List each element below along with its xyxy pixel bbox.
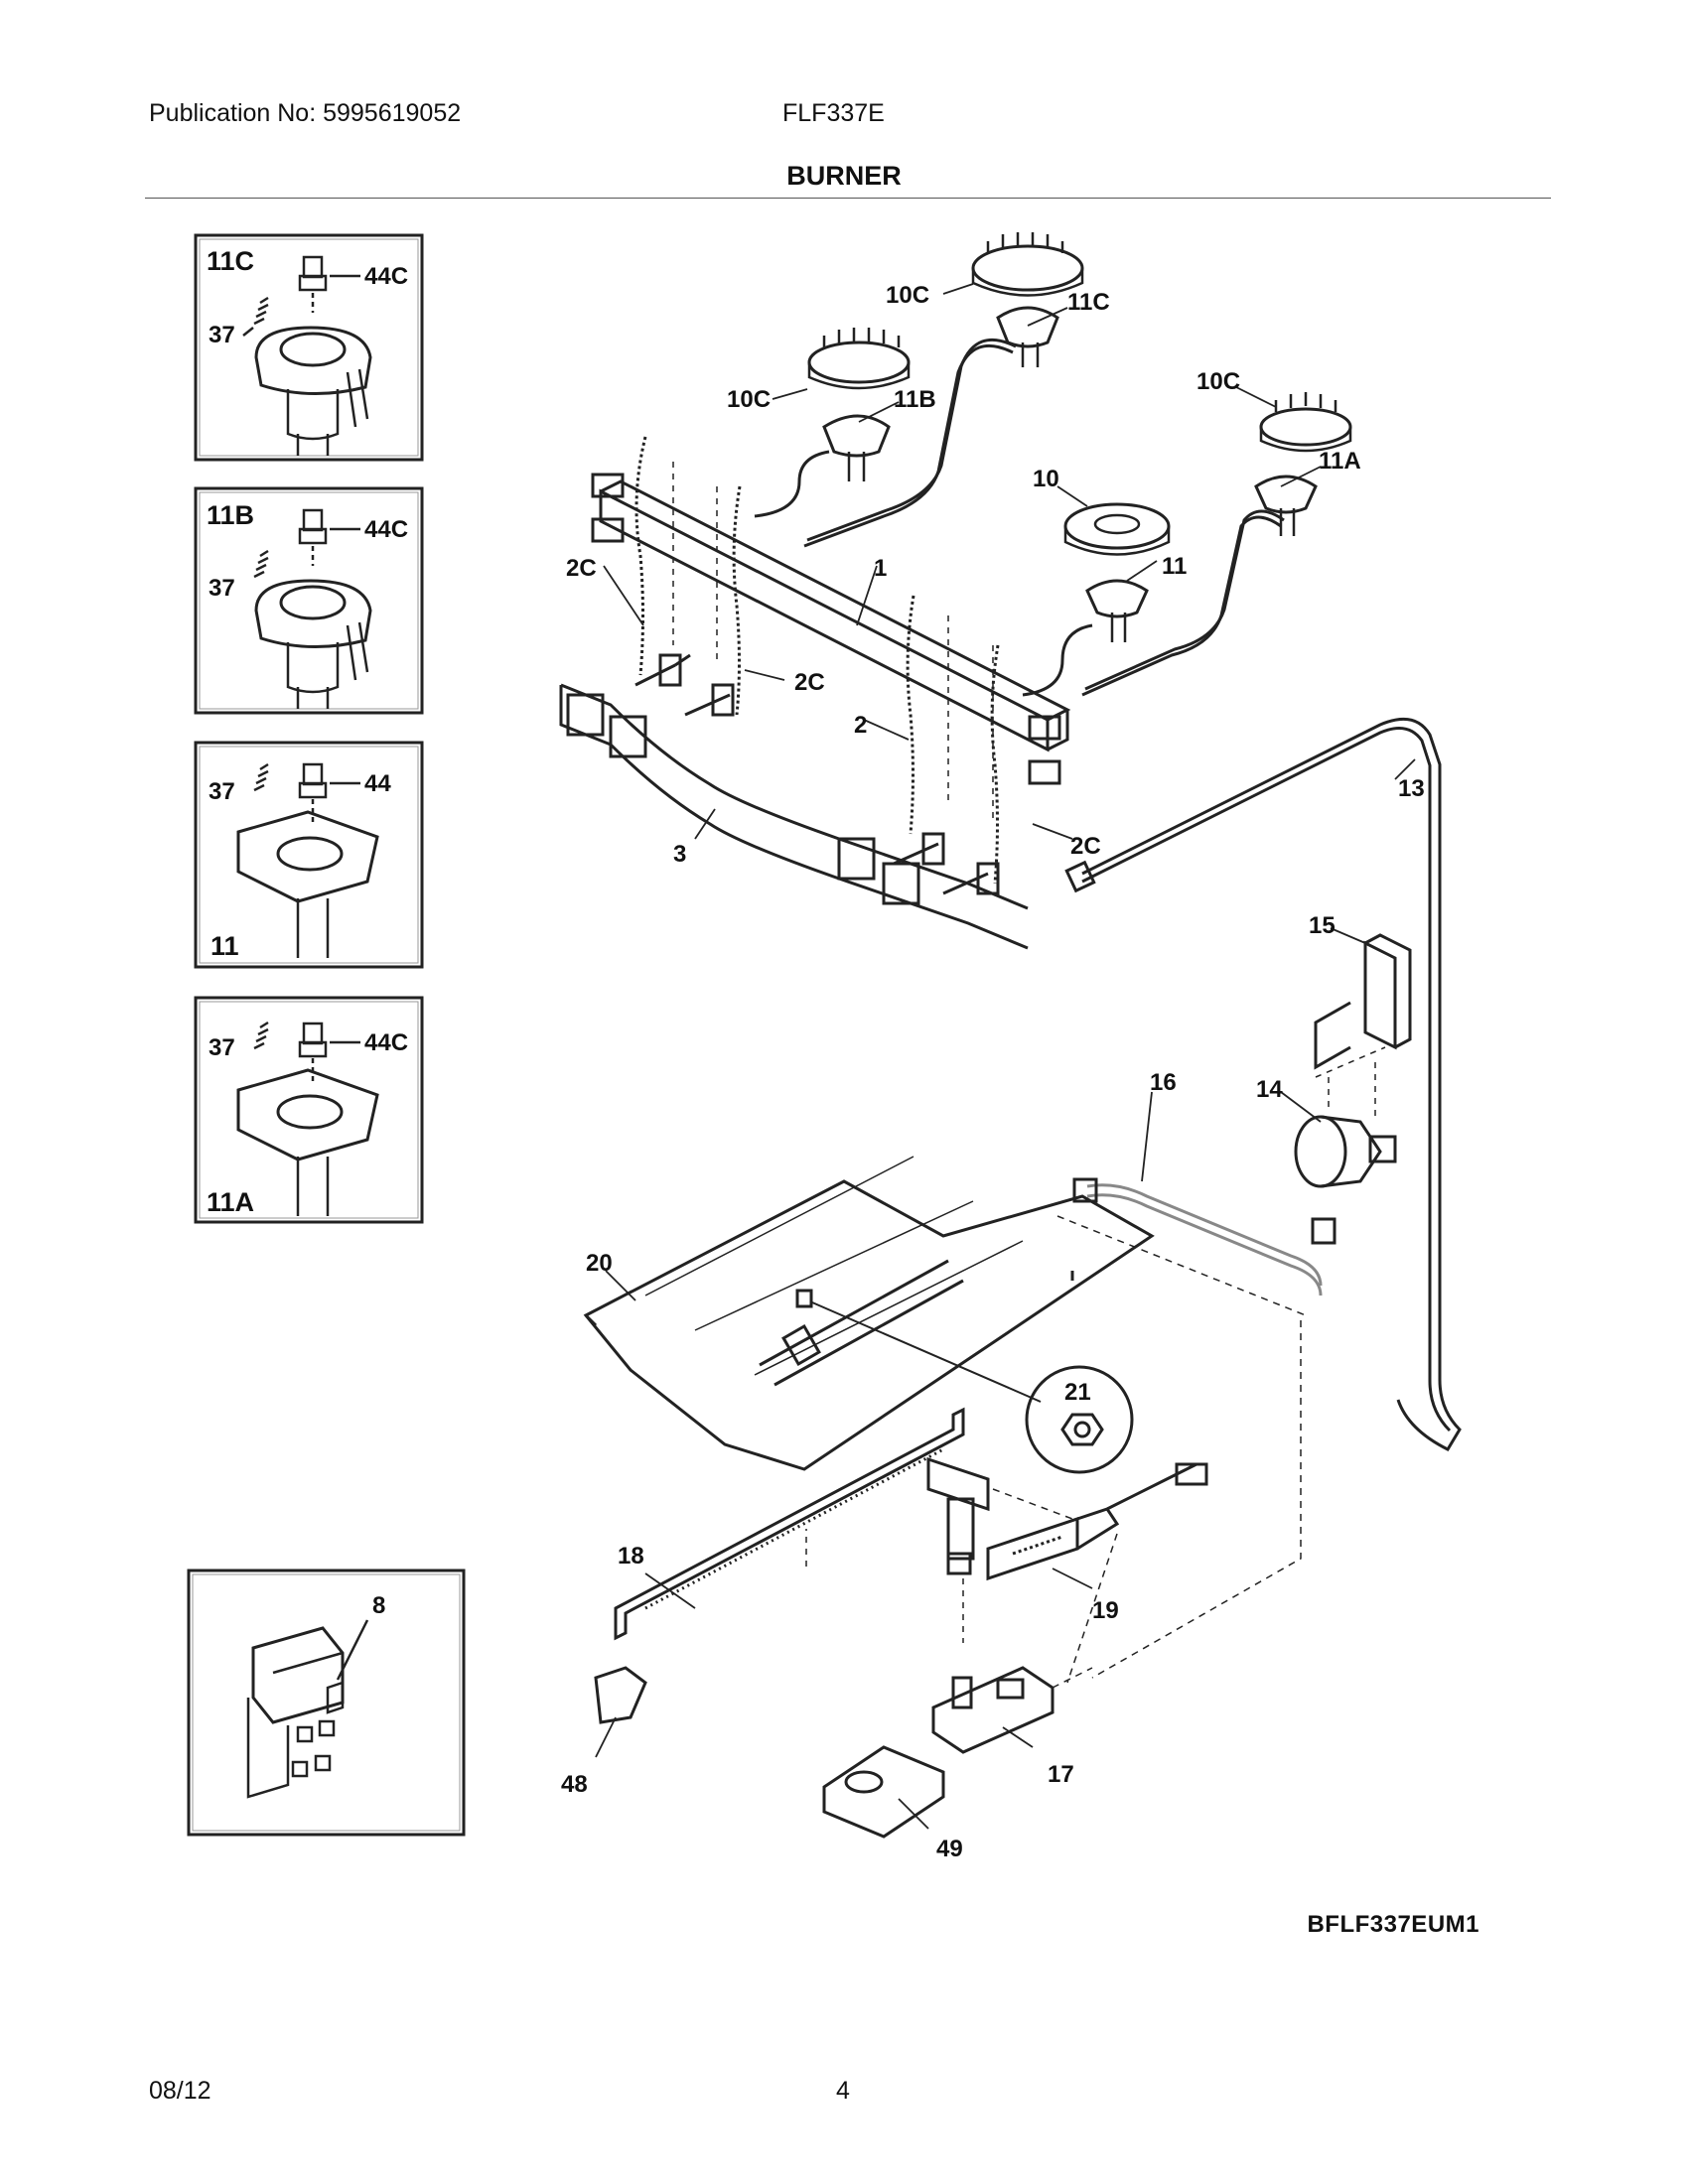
inset-relay: 8 bbox=[187, 1569, 466, 1837]
publication-date: 08/12 bbox=[149, 2077, 211, 2105]
callout-11a: 11A bbox=[1319, 448, 1361, 475]
callout-15: 15 bbox=[1309, 912, 1336, 939]
inset-title: 11A bbox=[207, 1187, 254, 1217]
callout-1: 1 bbox=[874, 555, 887, 582]
inset-title: 11C bbox=[207, 246, 254, 276]
page-title: BURNER bbox=[786, 161, 902, 191]
leader-lines bbox=[595, 283, 1416, 1830]
callout-48: 48 bbox=[561, 1771, 588, 1798]
callout-21: 21 bbox=[1064, 1379, 1091, 1406]
gas-tubes bbox=[754, 338, 1462, 1451]
screw-callout: 37 bbox=[209, 575, 235, 602]
callout-13: 13 bbox=[1398, 775, 1425, 802]
screw-callout: 37 bbox=[209, 778, 235, 805]
screw-callout: 37 bbox=[209, 1034, 235, 1061]
callout-11c: 11C bbox=[1067, 289, 1110, 316]
inset-11c: 11C 44C 37 bbox=[194, 233, 424, 462]
relay-callout: 8 bbox=[372, 1592, 385, 1619]
diagram-code: BFLF337EUM1 bbox=[1307, 1911, 1479, 1938]
callout-2: 2 bbox=[854, 712, 867, 739]
page-number: 4 bbox=[836, 2077, 850, 2105]
oven-burner bbox=[583, 1156, 1302, 1839]
inset-11: 11 44 37 bbox=[194, 741, 424, 969]
callout-17: 17 bbox=[1048, 1761, 1074, 1788]
callout-10c: 10C bbox=[886, 282, 929, 309]
callout-10c: 10C bbox=[727, 386, 771, 413]
callout-3: 3 bbox=[673, 841, 686, 868]
cap-callout: 44C bbox=[364, 1029, 408, 1056]
cap-callout: 44 bbox=[364, 770, 391, 797]
manifold-pipe bbox=[591, 473, 1071, 785]
publication-number: Publication No: 5995619052 bbox=[149, 99, 462, 127]
callout-2c: 2C bbox=[1070, 833, 1101, 860]
callout-11: 11 bbox=[1162, 553, 1187, 580]
header-divider bbox=[145, 198, 1551, 199]
inset-title: 11 bbox=[211, 931, 239, 961]
inset-11b: 11B 44C 37 bbox=[194, 486, 424, 715]
callout-18: 18 bbox=[618, 1543, 644, 1570]
callout-10: 10 bbox=[1033, 466, 1059, 492]
pressure-regulator bbox=[1056, 933, 1412, 1316]
cap-callout: 44C bbox=[364, 263, 408, 290]
callout-16: 16 bbox=[1150, 1069, 1177, 1096]
callout-10c: 10C bbox=[1196, 368, 1240, 395]
callout-49: 49 bbox=[936, 1836, 963, 1862]
callouts: 10C 11C 10C 11B 10C 11A 10 11 1 2C 2C 2 … bbox=[561, 282, 1425, 1862]
valves-and-wires bbox=[634, 436, 1000, 895]
top-burners bbox=[807, 232, 1352, 642]
inset-11a: 11A 44C 37 bbox=[194, 996, 424, 1224]
callout-2c: 2C bbox=[566, 555, 597, 582]
callout-19: 19 bbox=[1092, 1597, 1119, 1624]
inset-title: 11B bbox=[207, 500, 254, 530]
orifice-fitting bbox=[1064, 860, 1096, 893]
screw-callout: 37 bbox=[209, 322, 235, 348]
cap-callout: 44C bbox=[364, 516, 408, 543]
model-number: FLF337E bbox=[782, 99, 885, 127]
callout-20: 20 bbox=[586, 1250, 613, 1277]
burner-support bbox=[559, 683, 1029, 950]
callout-11b: 11B bbox=[894, 386, 936, 413]
callout-2c: 2C bbox=[794, 669, 825, 696]
callout-14: 14 bbox=[1256, 1076, 1283, 1103]
